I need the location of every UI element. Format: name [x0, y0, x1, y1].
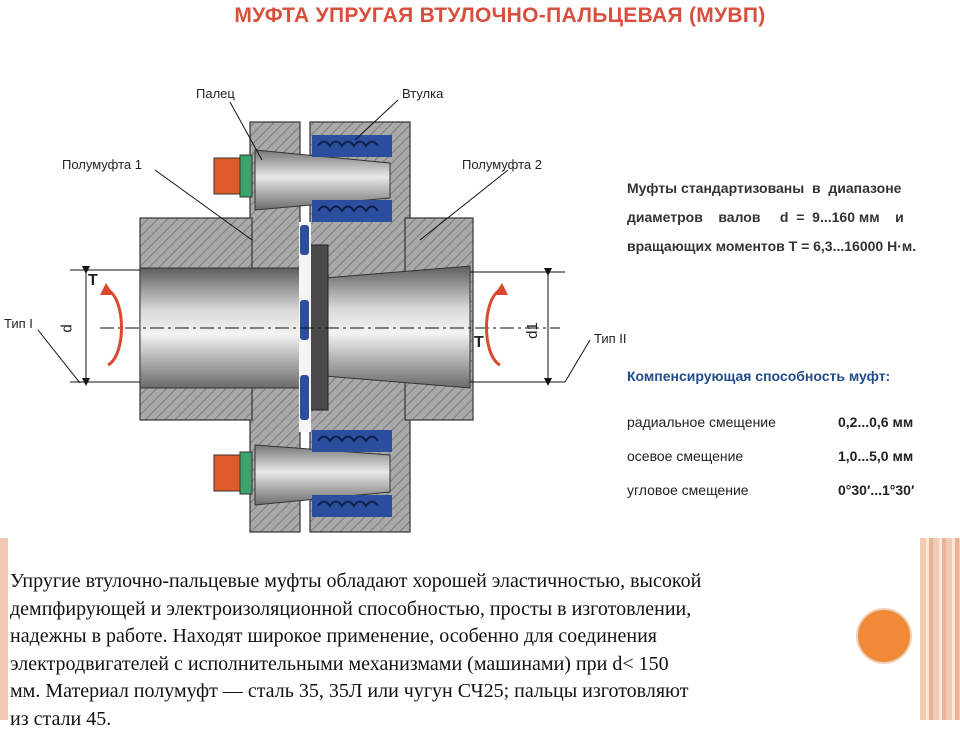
- comp-name: осевое смещение: [627, 448, 744, 464]
- pin-top: [213, 135, 392, 222]
- slide-title: МУФТА УПРУГАЯ ВТУЛОЧНО-ПАЛЬЦЕВАЯ (МУВП): [234, 4, 766, 27]
- label-dim-d1: d1: [523, 322, 541, 339]
- label-type1: Тип I: [4, 316, 33, 331]
- side-stripe: [920, 538, 960, 720]
- comp-value: 0,2...0,6 мм: [838, 414, 914, 430]
- rubber-ring: [300, 300, 309, 340]
- comp-value: 1,0...5,0 мм: [838, 448, 914, 464]
- rubber-ring: [300, 225, 309, 255]
- label-finger: Палец: [196, 86, 235, 101]
- info-line: вращающих моментов T = 6,3...16000 Н·м.: [627, 238, 917, 254]
- compensation-title: Компенсирующая способность муфт:: [627, 368, 891, 384]
- label-torque-right: T: [474, 334, 484, 351]
- info-line: Муфты стандартизованы в диапазоне: [627, 180, 902, 196]
- bottom-panel: [0, 538, 960, 720]
- rubber-ring: [300, 375, 309, 420]
- pin-bottom: [213, 430, 392, 517]
- info-line: диаметров валов d = 9...160 мм и: [627, 209, 904, 225]
- side-stripe: [0, 538, 8, 720]
- orange-circle: [856, 608, 912, 664]
- shaft-right: [324, 265, 471, 389]
- description-text: Упругие втулочно-пальцевые муфты обладаю…: [10, 570, 702, 730]
- comp-value: 0°30′...1°30′: [838, 482, 915, 498]
- label-half2: Полумуфта 2: [462, 157, 542, 172]
- label-type2: Тип II: [594, 331, 627, 346]
- label-dim-d: d: [58, 324, 76, 333]
- comp-name: угловое смещение: [627, 482, 749, 498]
- coupling-diagram: [37, 99, 591, 533]
- comp-name: радиальное смещение: [627, 414, 776, 430]
- label-half1: Полумуфта 1: [62, 157, 142, 172]
- label-torque-left: T: [88, 272, 98, 289]
- label-bushing: Втулка: [402, 86, 444, 101]
